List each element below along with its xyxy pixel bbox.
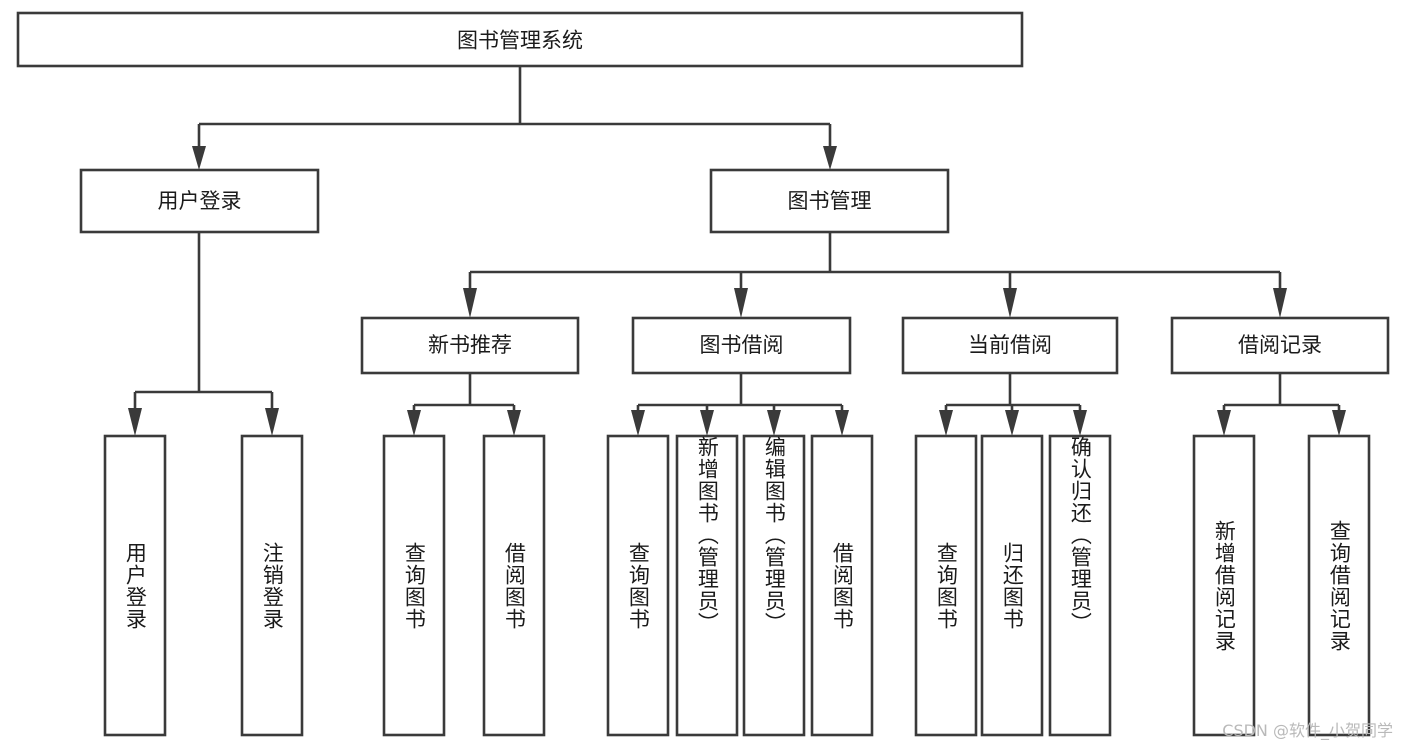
connector-group-current-borrow: [939, 373, 1087, 436]
node-box-leaf-edit-book-admin[interactable]: [742, 434, 806, 737]
node-label-book-manage: 图书管理: [788, 189, 872, 213]
node-box-leaf-borrow-book-2[interactable]: [810, 434, 874, 737]
node-box-leaf-query-book-1[interactable]: [382, 434, 446, 737]
connector-group-borrow-record: [1217, 373, 1346, 436]
arrow-head-leaf-query-borrow-record: [1332, 410, 1346, 436]
arrow-head-leaf-edit-book-admin: [767, 410, 781, 436]
arrow-head-leaf-query-book-3: [939, 410, 953, 436]
node-box-borrow-record[interactable]: [1170, 316, 1390, 375]
arrow-head-leaf-user-login: [128, 408, 142, 436]
connector-group-book-manage: [463, 232, 1287, 318]
node-box-leaf-add-book-admin[interactable]: [675, 434, 739, 737]
arrow-head-leaf-query-book-1: [407, 410, 421, 436]
node-box-leaf-borrow-book-1[interactable]: [482, 434, 546, 737]
connector-group-user-login: [128, 232, 279, 436]
node-box-leaf-return-book[interactable]: [980, 434, 1044, 737]
node-box-leaf-add-borrow-record[interactable]: [1192, 434, 1256, 737]
node-box-leaf-user-login[interactable]: [103, 434, 167, 737]
arrow-head-new-book-recommend: [463, 288, 477, 318]
node-box-book-manage[interactable]: [709, 168, 950, 234]
node-label-borrow-record: 借阅记录: [1238, 333, 1322, 357]
node-label-current-borrow: 当前借阅: [968, 333, 1052, 357]
node-box-leaf-query-borrow-record[interactable]: [1307, 434, 1371, 737]
arrow-head-leaf-logout-login: [265, 408, 279, 436]
node-box-root[interactable]: [16, 11, 1024, 68]
arrow-head-borrow-record: [1273, 288, 1287, 318]
node-box-leaf-confirm-return-admin[interactable]: [1048, 434, 1112, 737]
node-box-book-borrow[interactable]: [631, 316, 852, 375]
connector-group-new-book-recommend: [407, 373, 521, 436]
arrow-head-leaf-query-book-2: [631, 410, 645, 436]
arrow-head-leaf-return-book: [1005, 410, 1019, 436]
arrow-head-leaf-add-book-admin: [700, 410, 714, 436]
connector-group-book-borrow: [631, 373, 849, 436]
node-label-user-login: 用户登录: [158, 189, 242, 213]
arrow-head-leaf-borrow-book-2: [835, 410, 849, 436]
arrow-head-leaf-add-borrow-record: [1217, 410, 1231, 436]
arrow-head-leaf-confirm-return-admin: [1073, 410, 1087, 436]
arrow-head-current-borrow: [1003, 288, 1017, 318]
arrow-head-leaf-borrow-book-1: [507, 410, 521, 436]
node-label-book-borrow: 图书借阅: [700, 333, 784, 357]
connector-group-root: [192, 66, 837, 170]
arrow-head-user-login: [192, 146, 206, 170]
node-box-current-borrow[interactable]: [901, 316, 1119, 375]
node-box-leaf-logout-login[interactable]: [240, 434, 304, 737]
node-box-user-login[interactable]: [79, 168, 320, 234]
node-label-root: 图书管理系统: [457, 29, 583, 53]
node-label-new-book-recommend: 新书推荐: [428, 333, 512, 357]
node-box-leaf-query-book-2[interactable]: [606, 434, 670, 737]
node-box-new-book-recommend[interactable]: [360, 316, 580, 375]
arrow-head-book-borrow: [734, 288, 748, 318]
node-box-leaf-query-book-3[interactable]: [914, 434, 978, 737]
arrow-head-book-manage: [823, 146, 837, 170]
